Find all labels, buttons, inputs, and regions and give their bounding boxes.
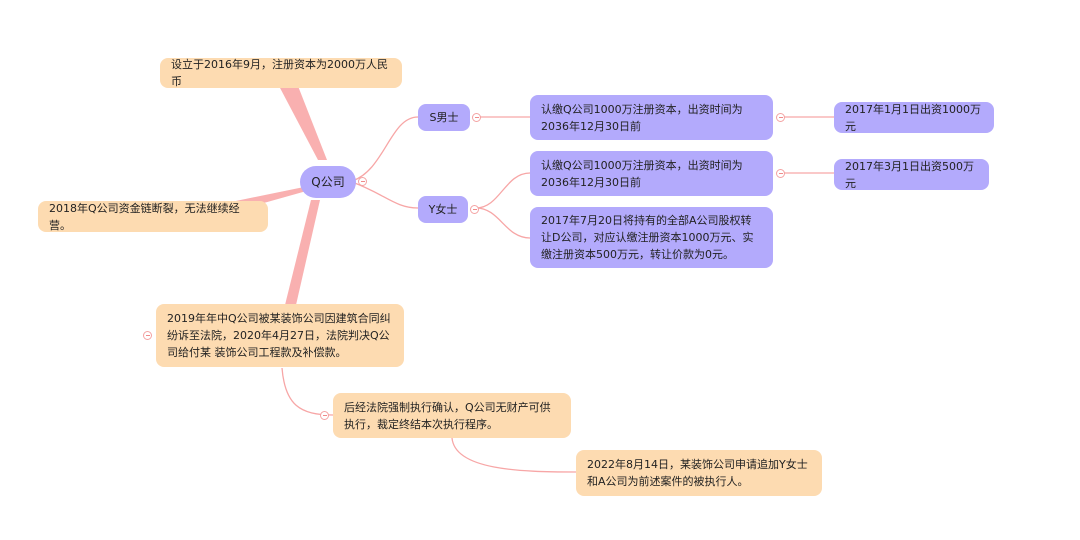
node-lawsuit-2019[interactable]: 2019年年中Q公司被某装饰公司因建筑合同纠纷诉至法院，2020年4月27日，法… — [156, 304, 404, 367]
center-node-label: Q公司 — [311, 174, 345, 189]
edge-y-transfer — [475, 207, 531, 239]
node-y-subscription-text: 认缴Q公司1000万注册资本，出资时间为2036年12月30日前 — [541, 158, 743, 189]
node-enforcement[interactable]: 后经法院强制执行确认，Q公司无财产可供执行，裁定终结本次执行程序。 — [333, 393, 571, 438]
s-subscription-collapse-icon[interactable] — [776, 113, 785, 122]
node-break-2018-text: 2018年Q公司资金链断裂，无法继续经营。 — [49, 201, 240, 232]
edge-enforcement-application — [451, 437, 577, 473]
edge-center-lawsuit — [285, 200, 320, 305]
node-enforcement-text: 后经法院强制执行确认，Q公司无财产可供执行，裁定终结本次执行程序。 — [344, 400, 551, 431]
node-y-payment[interactable]: 2017年3月1日出资500万元 — [834, 159, 989, 190]
node-y-female[interactable]: Y女士 — [418, 196, 468, 223]
edge-center-founded — [279, 86, 327, 160]
node-application-2022-text: 2022年8月14日，某装饰公司申请追加Y女士和A公司为前述案件的被执行人。 — [587, 458, 808, 488]
node-s-subscription[interactable]: 认缴Q公司1000万注册资本，出资时间为2036年12月30日前 — [530, 95, 773, 140]
node-application-2022[interactable]: 2022年8月14日，某装饰公司申请追加Y女士和A公司为前述案件的被执行人。 — [576, 450, 822, 496]
s-collapse-icon[interactable] — [472, 113, 481, 122]
node-y-payment-text: 2017年3月1日出资500万元 — [845, 159, 974, 190]
node-s-male[interactable]: S男士 — [418, 104, 470, 131]
node-break-2018[interactable]: 2018年Q公司资金链断裂，无法继续经营。 — [38, 201, 268, 232]
node-s-payment[interactable]: 2017年1月1日出资1000万元 — [834, 102, 994, 133]
node-s-subscription-text: 认缴Q公司1000万注册资本，出资时间为2036年12月30日前 — [541, 102, 743, 133]
node-y-subscription[interactable]: 认缴Q公司1000万注册资本，出资时间为2036年12月30日前 — [530, 151, 773, 196]
node-s-male-label: S男士 — [429, 111, 459, 124]
y-collapse-icon[interactable] — [470, 205, 479, 214]
node-lawsuit-2019-text: 2019年年中Q公司被某装饰公司因建筑合同纠纷诉至法院，2020年4月27日，法… — [167, 312, 391, 359]
node-y-transfer-text: 2017年7月20日将持有的全部A公司股权转让D公司，对应认缴注册资本1000万… — [541, 214, 754, 261]
enforcement-collapse-icon[interactable] — [320, 411, 329, 420]
y-subscription-collapse-icon[interactable] — [776, 169, 785, 178]
node-s-payment-text: 2017年1月1日出资1000万元 — [845, 102, 981, 133]
node-y-female-label: Y女士 — [428, 203, 458, 216]
edge-center-s — [351, 116, 419, 182]
center-collapse-icon[interactable] — [358, 177, 367, 186]
edge-y-subscription — [475, 172, 531, 209]
edge-lawsuit-enforcement — [281, 367, 334, 416]
node-y-transfer[interactable]: 2017年7月20日将持有的全部A公司股权转让D公司，对应认缴注册资本1000万… — [530, 207, 773, 268]
node-founded[interactable]: 设立于2016年9月，注册资本为2000万人民币 — [160, 58, 402, 88]
lawsuit-collapse-icon[interactable] — [143, 331, 152, 340]
node-founded-text: 设立于2016年9月，注册资本为2000万人民币 — [171, 58, 388, 88]
center-node-q-company[interactable]: Q公司 — [300, 166, 356, 198]
